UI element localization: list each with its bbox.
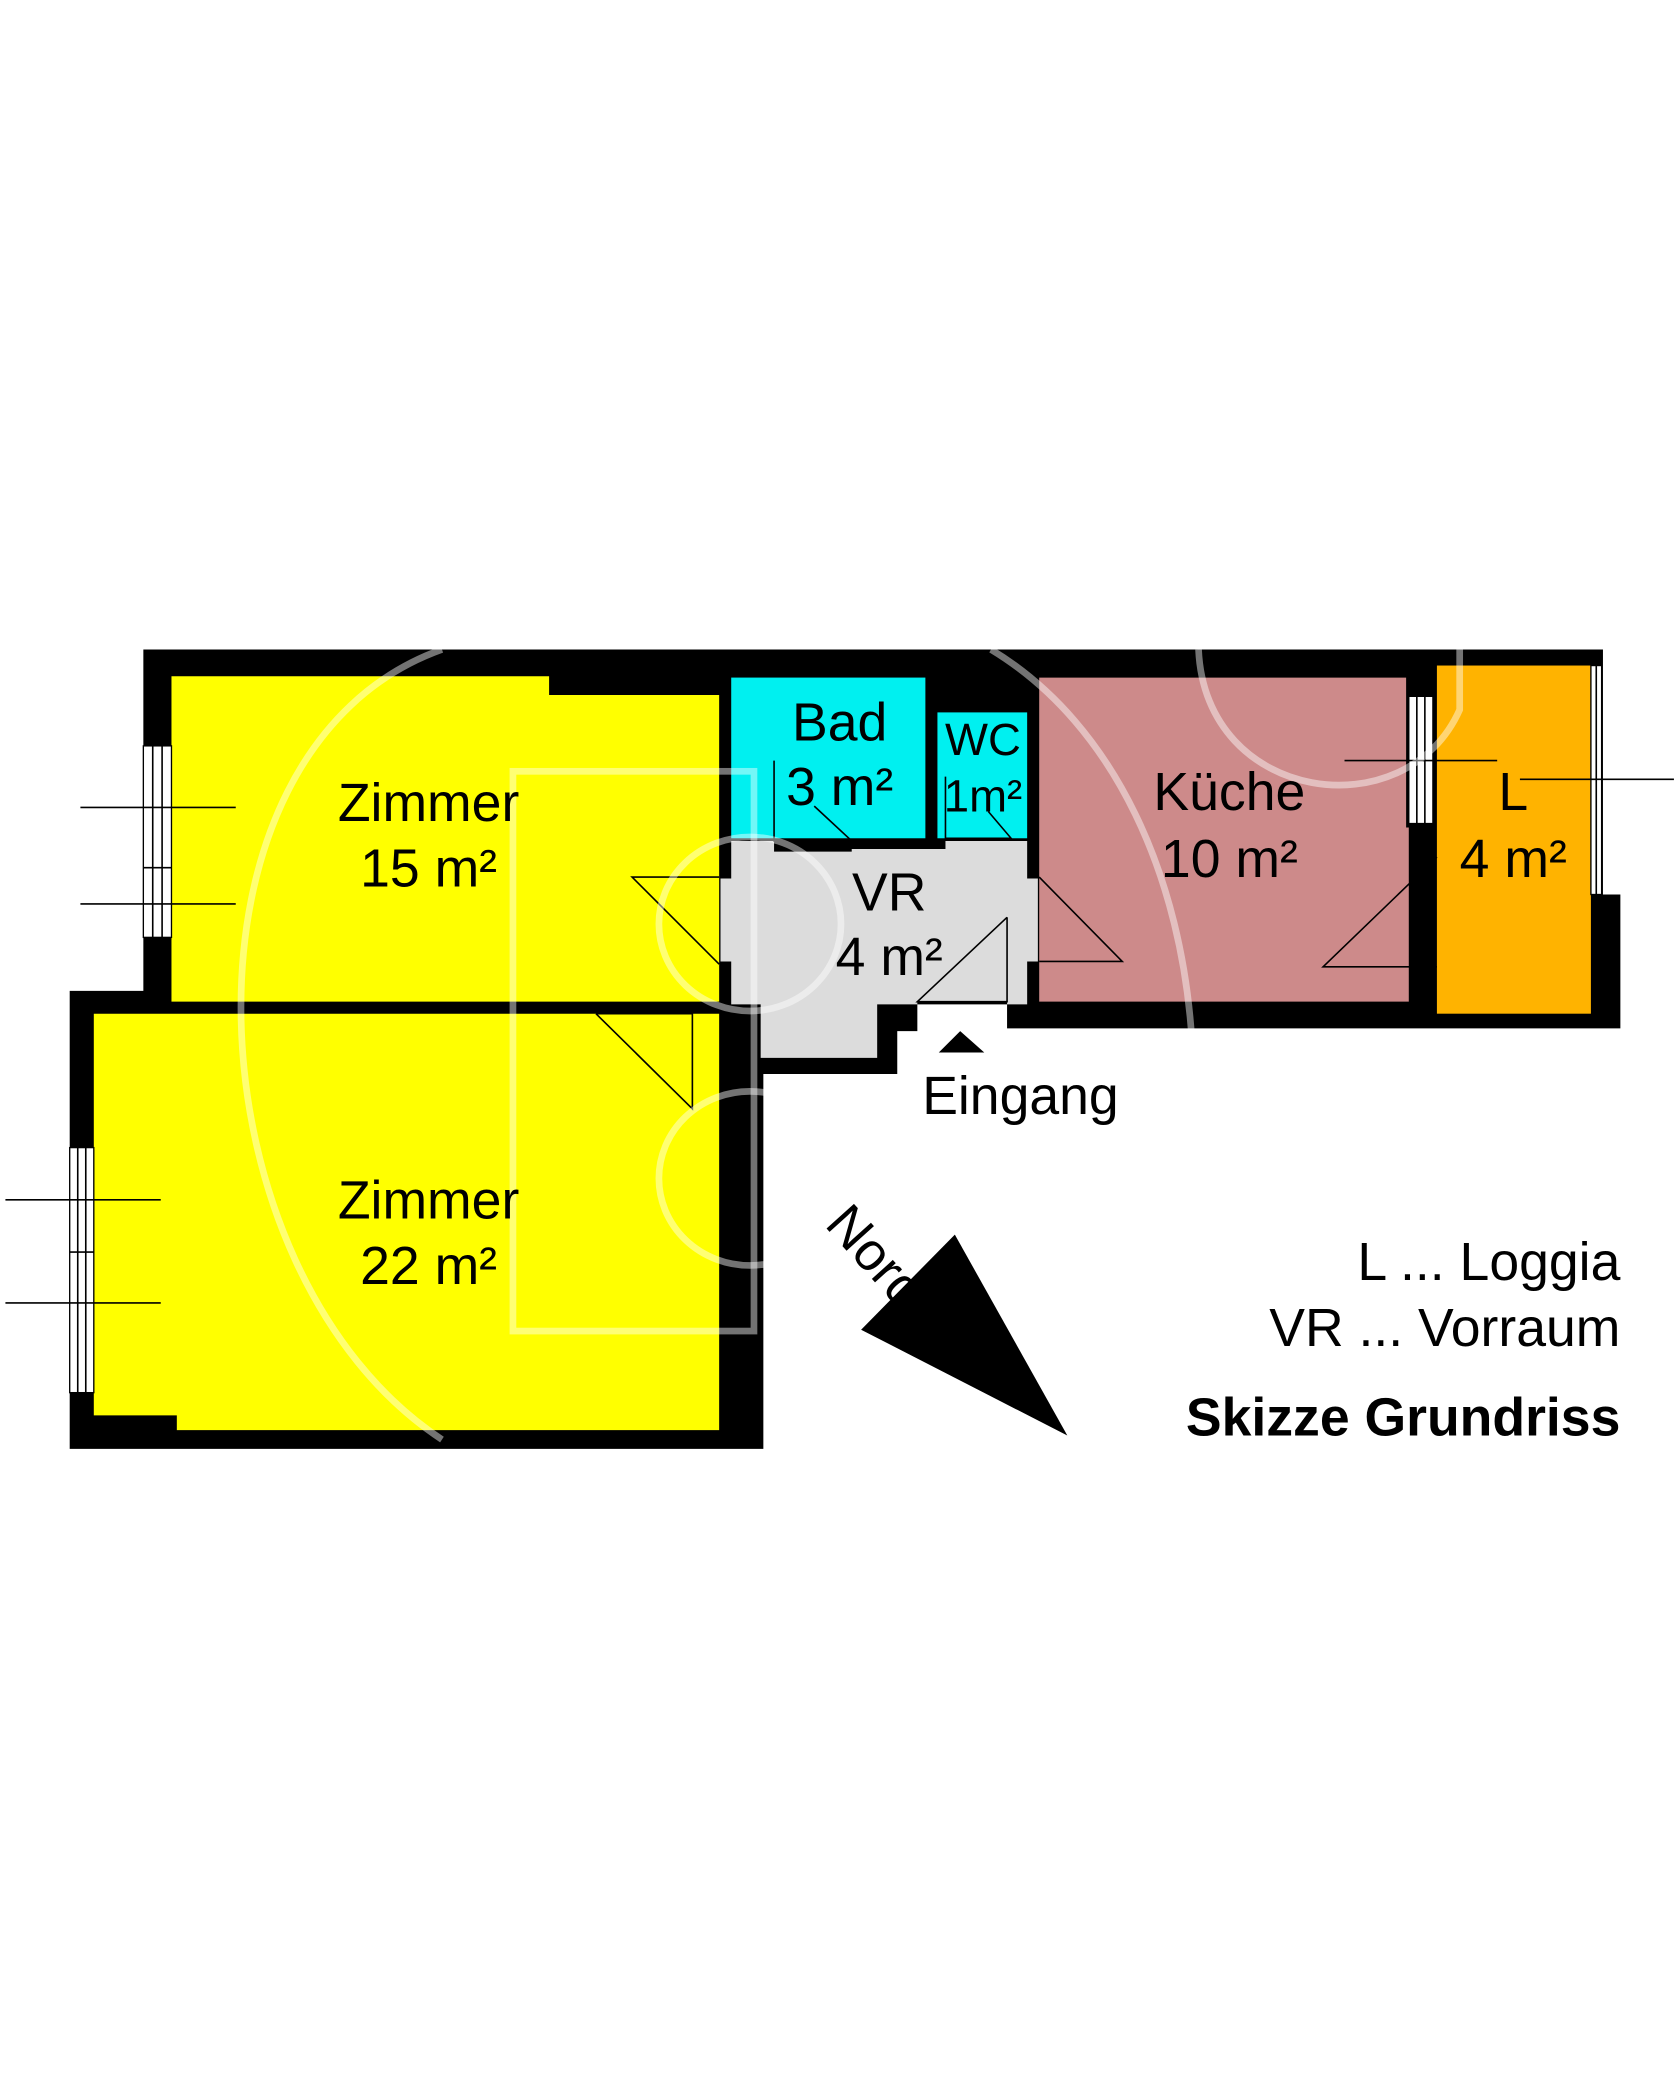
window-zimmer-22 xyxy=(5,1146,161,1394)
kueche-name: Küche xyxy=(1153,763,1305,822)
watermark-logo xyxy=(237,646,1464,1443)
room-loggia xyxy=(1436,665,1591,1014)
north-arrow-icon xyxy=(861,1234,1068,1436)
bad-name: Bad xyxy=(792,694,887,753)
room-vr xyxy=(720,840,1038,1058)
zimmer-22-area: 22 m² xyxy=(360,1237,497,1296)
plan-title: Skizze Grundriss xyxy=(1186,1389,1620,1448)
room-bad xyxy=(731,677,926,839)
bad-area: 3 m² xyxy=(786,758,893,817)
room-kueche xyxy=(1039,677,1409,1002)
window-zimmer-15 xyxy=(80,745,236,939)
wc-area: 1m² xyxy=(944,770,1022,821)
kueche-area: 10 m² xyxy=(1161,830,1298,889)
legend-loggia: L ... Loggia xyxy=(1357,1233,1620,1292)
wc-name: WC xyxy=(945,714,1021,765)
legend-vorraum: VR ... Vorraum xyxy=(1269,1299,1620,1358)
loggia-name: L xyxy=(1498,763,1528,822)
room-zimmer-22 xyxy=(93,1013,720,1431)
zimmer-15-area: 15 m² xyxy=(360,839,497,898)
entrance-label: Eingang xyxy=(922,1067,1119,1126)
room-wc xyxy=(937,712,1028,839)
door-swings xyxy=(595,760,1438,1111)
zimmer-15-name: Zimmer xyxy=(338,774,519,833)
window-kueche xyxy=(1344,695,1498,825)
window-loggia xyxy=(1519,664,1674,896)
loggia-area: 4 m² xyxy=(1460,830,1567,889)
zimmer-22-name: Zimmer xyxy=(338,1172,519,1231)
room-zimmer-15 xyxy=(171,676,720,1002)
vr-area: 4 m² xyxy=(836,928,943,987)
vr-name: VR xyxy=(852,864,926,923)
entrance-arrow-icon xyxy=(938,1031,985,1053)
